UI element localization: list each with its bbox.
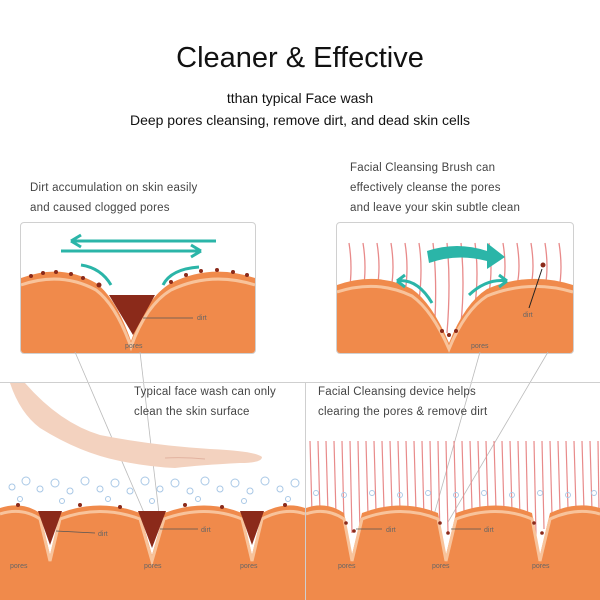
skin-layer <box>0 505 305 600</box>
device-cleanse-illustration: dirt dirt pores pores pores <box>306 440 600 600</box>
bottom-right-caption: Facial Cleansing device helps clearing t… <box>318 382 487 422</box>
label-dirt-1: dirt <box>98 531 108 538</box>
label-pores: pores <box>125 343 143 350</box>
top-right-caption: Facial Cleansing Brush can effectively c… <box>350 158 520 218</box>
bottom-center-divider <box>305 382 306 600</box>
label-pores-1: pores <box>10 563 28 570</box>
top-left-caption: Dirt accumulation on skin easily and cau… <box>30 178 197 218</box>
label-dirt-1: dirt <box>386 527 396 534</box>
label-dirt: dirt <box>197 315 207 322</box>
bottom-left-caption-line-2: clean the skin surface <box>134 406 250 418</box>
label-pores-3: pores <box>532 563 550 570</box>
label-dirt-2: dirt <box>201 527 211 534</box>
skin-layer <box>337 278 573 353</box>
hand-image <box>10 383 262 468</box>
label-pores-1: pores <box>338 563 356 570</box>
clogged-pores-illustration: dirt pores <box>21 233 255 353</box>
clogged-pores-panel: dirt pores <box>20 222 256 354</box>
loose-dirt <box>344 521 544 535</box>
flow-arrows <box>61 233 216 286</box>
skin-highlight <box>21 277 255 352</box>
label-pores-3: pores <box>240 563 258 570</box>
dirt-clog <box>109 295 155 335</box>
subtitle-line-2: Deep pores cleansing, remove dirt, and d… <box>129 112 471 128</box>
cleanse-arrows <box>427 243 505 269</box>
dirt-clogs <box>16 503 287 548</box>
bottom-left-caption: Typical face wash can only clean the ski… <box>134 382 276 422</box>
bottom-right-caption-line-1: Facial Cleansing device helps <box>318 386 476 398</box>
top-left-caption-line-1: Dirt accumulation on skin easily <box>30 182 198 194</box>
page-title: Cleaner & Effective <box>176 42 424 74</box>
top-right-caption-line-2: effectively cleanse the pores <box>350 182 501 194</box>
bottom-top-border <box>0 382 600 383</box>
brush-cleanse-panel: dirt pores <box>336 222 574 354</box>
label-dirt: dirt <box>523 312 533 319</box>
skin-layer <box>21 271 255 353</box>
dirt-particles <box>440 262 546 337</box>
brush-cleanse-illustration: dirt pores <box>337 242 573 353</box>
foam-bubbles <box>313 490 597 498</box>
label-pores-2: pores <box>144 563 162 570</box>
face-wash-illustration: dirt dirt pores pores pores <box>0 383 305 600</box>
label-pores: pores <box>471 343 489 350</box>
dirt-particles <box>29 268 249 288</box>
bottom-left-caption-line-1: Typical face wash can only <box>134 386 276 398</box>
top-right-caption-line-3: and leave your skin subtle clean <box>350 202 521 214</box>
bottom-right-caption-line-2: clearing the pores & remove dirt <box>318 406 488 418</box>
device-bristles <box>309 440 600 539</box>
skin-highlight <box>337 284 573 353</box>
subtitle-line-1: tthan typical Face wash <box>226 90 374 106</box>
foam-bubbles <box>8 476 300 504</box>
label-dirt-2: dirt <box>484 527 494 534</box>
top-left-caption-line-2: and caused clogged pores <box>30 202 170 214</box>
top-right-caption-line-1: Facial Cleansing Brush can <box>350 162 496 174</box>
label-pores-2: pores <box>432 563 450 570</box>
